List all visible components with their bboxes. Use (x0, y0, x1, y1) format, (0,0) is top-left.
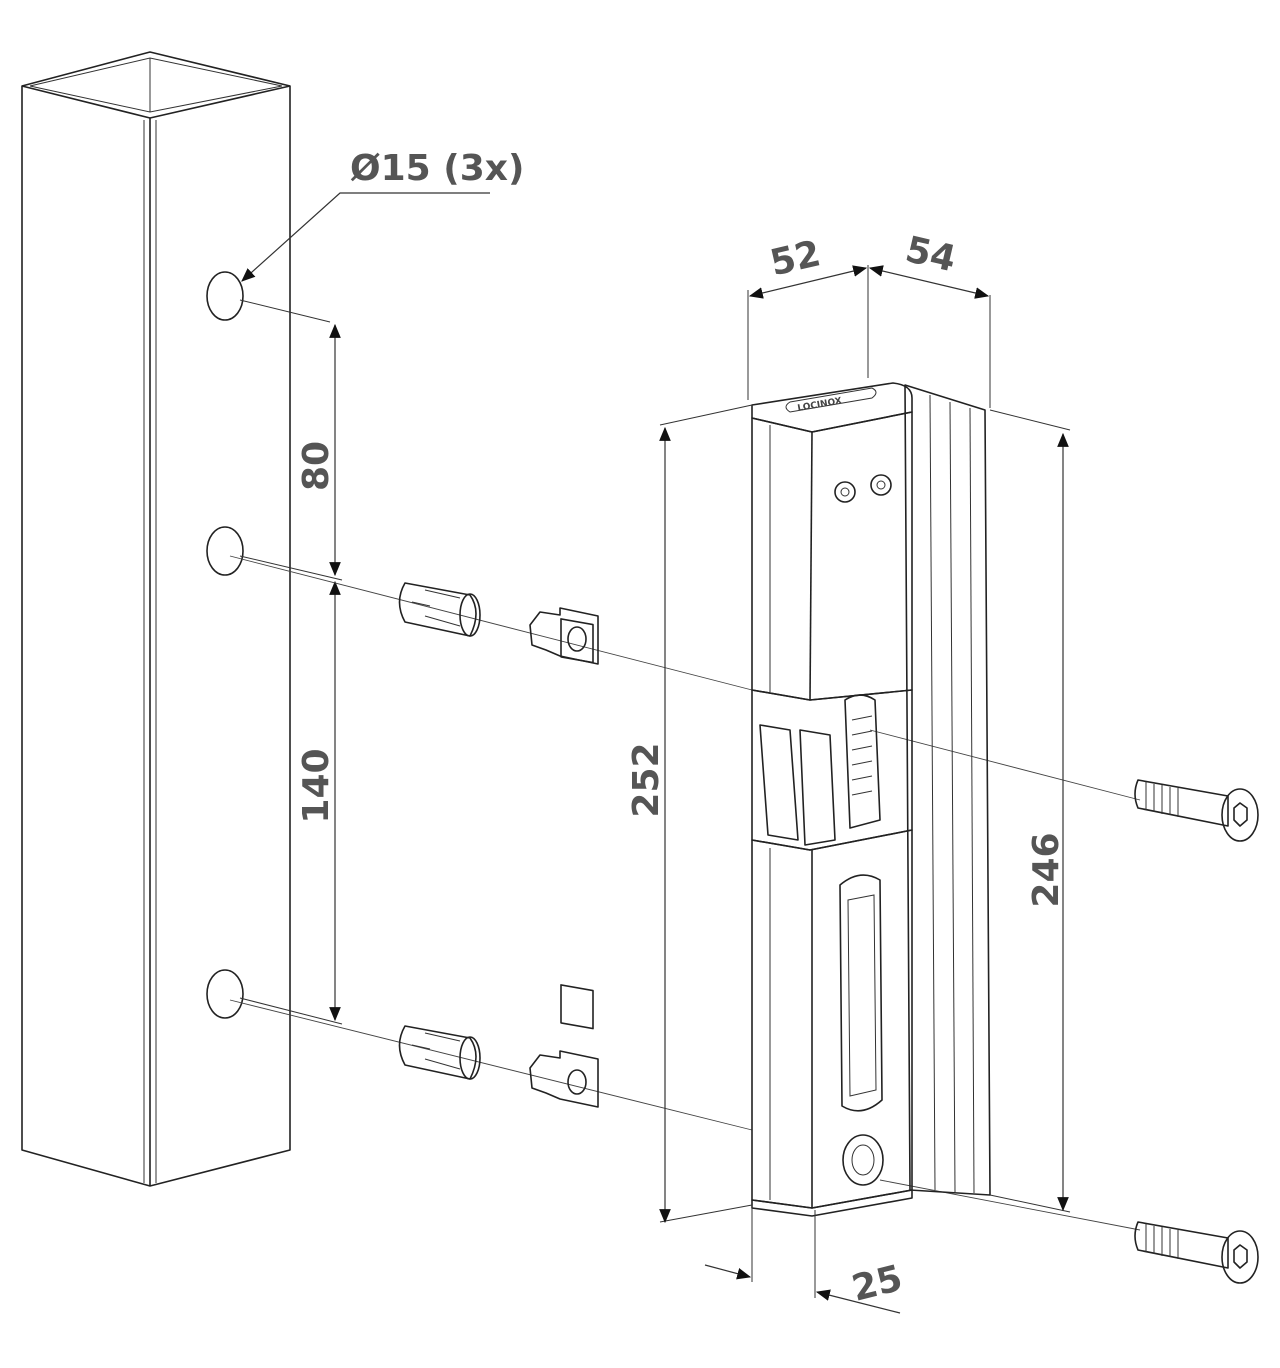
assembly-axis-lines (229, 555, 1141, 1231)
screw-hole-1 (834, 481, 856, 503)
mounting-holes (206, 271, 244, 1019)
post-hole-top (206, 271, 244, 321)
hole-diameter-label: Ø15 (3x) (350, 148, 524, 189)
post-spacing-dimensions: 80 140 (239, 299, 343, 1025)
height-total-label: 252 (626, 742, 667, 817)
nut-insert-lower (529, 984, 599, 1108)
hole-diameter-callout: Ø15 (3x) (241, 148, 524, 282)
screw-upper (1134, 779, 1259, 842)
square-post (21, 51, 291, 1187)
height-profile-label: 246 (1026, 832, 1067, 907)
sleeve-insert-upper (398, 582, 481, 637)
adjustment-slot (839, 874, 883, 1112)
brand-logo-text: LOCINOX (797, 396, 843, 414)
bottom-screw-hole (842, 1134, 884, 1186)
post-hole-middle (206, 526, 244, 576)
width-b-label: 54 (902, 229, 960, 280)
depth-label: 25 (848, 1258, 907, 1310)
sleeve-insert-lower (398, 1025, 481, 1080)
keeper-dimensions: 52 54 252 246 25 (626, 229, 1071, 1314)
spacing-upper-label: 80 (296, 441, 337, 491)
post-hole-bottom (206, 969, 244, 1019)
keeper-body: LOCINOX (751, 382, 991, 1217)
screw-hole-2 (870, 474, 892, 496)
spacing-lower-label: 140 (296, 748, 337, 823)
width-a-label: 52 (766, 233, 824, 284)
screw-lower (1134, 1221, 1259, 1284)
nut-insert-upper (529, 607, 599, 665)
